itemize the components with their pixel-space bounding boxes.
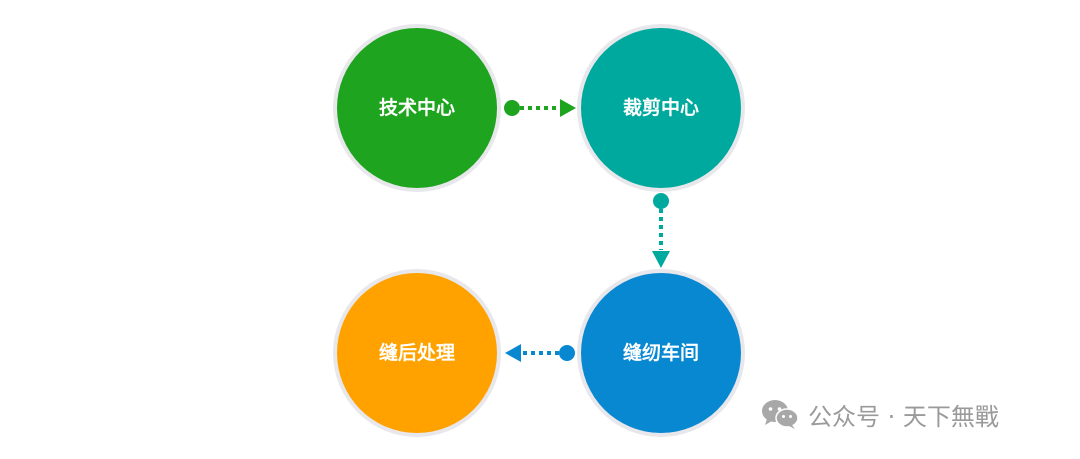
edge-arrowhead bbox=[560, 99, 576, 117]
edge-arrowhead bbox=[505, 344, 521, 362]
node-post: 缝后处理 bbox=[333, 269, 501, 437]
watermark: 公众号 · 天下無戰 bbox=[760, 396, 999, 432]
node-circle bbox=[581, 273, 741, 433]
node-cut: 裁剪中心 bbox=[577, 24, 745, 192]
node-sew: 缝纫车间 bbox=[577, 269, 745, 437]
edge-start-dot bbox=[504, 100, 520, 116]
wechat-icon bbox=[762, 400, 799, 429]
edge-tech-to-cut bbox=[504, 99, 576, 117]
node-label: 缝后处理 bbox=[379, 341, 455, 364]
node-label: 裁剪中心 bbox=[623, 96, 699, 119]
edge-start-dot bbox=[559, 345, 575, 361]
edge-start-dot bbox=[653, 193, 669, 209]
edge-arrowhead bbox=[652, 251, 670, 268]
watermark-text: 公众号 · 天下無戰 bbox=[808, 402, 999, 431]
node-circle bbox=[337, 28, 497, 188]
node-label: 缝纫车间 bbox=[623, 341, 699, 364]
node-circle bbox=[337, 273, 497, 433]
edge-sew-to-post bbox=[505, 344, 575, 362]
edge-cut-to-sew bbox=[652, 193, 670, 268]
node-label: 技术中心 bbox=[379, 96, 455, 119]
node-circle bbox=[581, 28, 741, 188]
node-tech: 技术中心 bbox=[333, 24, 501, 192]
